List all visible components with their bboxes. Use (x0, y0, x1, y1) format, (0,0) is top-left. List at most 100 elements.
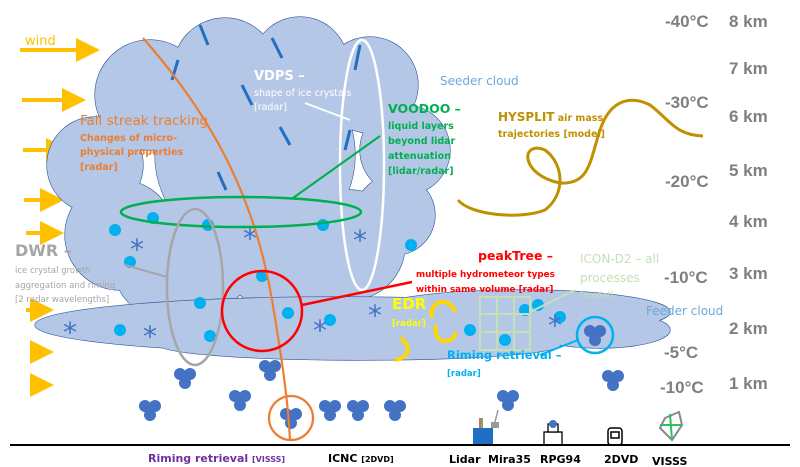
ice-column-icon (278, 126, 292, 146)
aggregate-icon (497, 390, 509, 402)
icon-d2-line: processes (580, 271, 640, 285)
snowflake-icon: * (143, 320, 157, 353)
altitude-label: 5 km (729, 161, 768, 180)
altitude-axis: 8 km 7 km 6 km 5 km 4 km 3 km 2 km 1 km (729, 12, 768, 393)
snowflake-icon: * (368, 299, 382, 332)
aggregate-icon (394, 400, 406, 412)
fall-streak-line: [radar] (80, 162, 118, 173)
snowflake-icon: * (353, 224, 367, 257)
vdps-annotation: VDPS – shape of ice crystals [radar] (254, 69, 351, 113)
edr-line: [radar] (392, 319, 426, 329)
peaktree-annotation: peakTree – multiple hydrometeor types wi… (416, 248, 555, 295)
aggregate-icon (139, 400, 151, 412)
icon-d2-line: [model] (580, 291, 613, 301)
ice-column-icon (270, 37, 284, 59)
peaktree-pointer (301, 280, 413, 307)
fall-streak-line: physical properties (80, 147, 183, 158)
aggregate-icon (239, 390, 251, 402)
droplet-icon (194, 297, 206, 309)
peaktree-title: peakTree – (478, 248, 553, 263)
peaktree-line: within same volume [radar] (416, 285, 553, 295)
wind-label: wind (25, 34, 56, 49)
peaktree-circle (220, 269, 304, 353)
aggregate-icon (384, 400, 396, 412)
aggregate-icon (259, 360, 271, 372)
cloud-lobe (160, 330, 560, 360)
aggregate-icon (319, 400, 331, 412)
riming-radar-pointer (539, 339, 579, 356)
rpg94-icon (543, 420, 563, 446)
visss-icon (658, 410, 684, 442)
riming-radar-title: Riming retrieval – (447, 348, 562, 362)
feeder-cloud-label: Feeder cloud (646, 304, 723, 318)
aggregate-icon (612, 370, 624, 382)
ice-column-icon (216, 171, 228, 191)
aggregate-icon (285, 417, 297, 429)
icon-d2-title: ICON-D2 – all (580, 252, 659, 266)
altitude-label: 4 km (729, 212, 768, 231)
hysplit-annotation: HYSPLIT air mass trajectories [model] (498, 110, 605, 140)
altitude-label: 6 km (729, 107, 768, 126)
aggregate-icon (290, 408, 302, 420)
aggregate-icon (347, 400, 359, 412)
snowflake-icon: * (548, 309, 562, 342)
droplet-icon (324, 314, 336, 326)
droplet-icon (317, 219, 329, 231)
voodoo-pointer (292, 135, 381, 199)
aggregate-icon (329, 400, 341, 412)
wind-arrows (20, 38, 100, 397)
temperature-label: -5°C (664, 343, 698, 362)
lidar-icon (473, 418, 493, 445)
aggregate-icon (607, 379, 619, 391)
aggregate-icon (269, 360, 281, 372)
altitude-label: 3 km (729, 264, 768, 283)
cloud-lobe (285, 225, 375, 315)
dwr-line: ice crystal growth (15, 266, 91, 276)
fall-streak-line (142, 37, 292, 441)
droplet-icon (499, 334, 511, 346)
edr-title: EDR (392, 295, 427, 313)
aggregate-icon (352, 409, 364, 421)
voodoo-ellipse (119, 195, 363, 229)
voodoo-annotation: VOODOO – liquid layers beyond lidar atte… (388, 101, 461, 177)
dwr-line: aggregation and riming (15, 281, 115, 291)
riming-radar-annotation: Riming retrieval – [radar] (447, 348, 562, 379)
aggregate-icon (602, 370, 614, 382)
altitude-label: 1 km (729, 374, 768, 393)
peaktree-line: multiple hydrometeor types (416, 270, 555, 280)
vdps-line: [radar] (254, 102, 287, 113)
ice-column-icon (198, 24, 210, 46)
droplet-icon (282, 307, 294, 319)
aggregate-icon (507, 390, 519, 402)
instrument-label-rpg94: RPG94 (540, 453, 581, 466)
fall-streak-title: Fall streak tracking (80, 113, 208, 129)
snowflake-icon: * (130, 233, 144, 266)
icon-d2-annotation: ICON-D2 – all processes [model] (580, 252, 659, 301)
aggregate-icon (324, 409, 336, 421)
instrument-label-2dvd: 2DVD (604, 453, 638, 466)
riming-visss-label: Riming retrieval (148, 452, 248, 465)
snowflake-icon: * (63, 316, 77, 349)
edr-turbulence-arrows (394, 300, 458, 362)
riming-radar-circle (575, 315, 615, 355)
aggregate-icon (174, 368, 186, 380)
ice-column-icon (353, 44, 362, 71)
svg-text:HYSPLIT air mass: HYSPLIT air mass (498, 110, 603, 124)
seeder-cloud-label: Seeder cloud (440, 74, 519, 88)
hysplit-trajectory (456, 98, 704, 217)
fall-streak-ground-circle (267, 394, 315, 442)
2dvd-icon (607, 427, 623, 446)
voodoo-line: beyond lidar (388, 136, 456, 147)
svg-text:Riming retrieval [VISSS]: Riming retrieval [VISSS] (148, 452, 285, 465)
riming-radar-line: [radar] (447, 369, 481, 379)
temperature-label: -10°C (660, 378, 704, 397)
mira35-icon (491, 409, 499, 428)
hysplit-title: HYSPLIT (498, 110, 555, 124)
fall-streak-annotation: Fall streak tracking Changes of micro- p… (80, 113, 208, 173)
cloud-lobe (47, 117, 143, 213)
droplet-icon (114, 324, 126, 336)
voodoo-line: [lidar/radar] (388, 166, 454, 177)
altitude-label: 7 km (729, 59, 768, 78)
